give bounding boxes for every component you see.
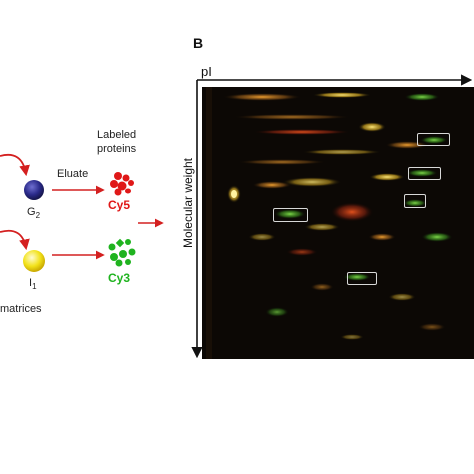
2d-gel-image [202,87,474,359]
highlight-box [417,133,450,146]
pi-axis-label: pI [201,64,212,79]
gel-spots [202,87,474,359]
matrices-label: matrices [0,303,42,315]
panel-letter: B [193,35,204,51]
molecular-weight-axis-label: Molecular weight [181,157,195,249]
cy5-protein-cluster-icon [110,172,134,196]
labeled-proteins-label: Labeled proteins [97,129,137,155]
curved-arrow-bottom [0,229,30,251]
i1-label: I1 [29,277,37,292]
cy5-label: Cy5 [108,198,131,212]
highlight-box [347,272,377,285]
g2-sphere [24,180,44,200]
g2-label: G2 [27,206,41,221]
eluate-label: Eluate [57,168,89,180]
cy3-label: Cy3 [108,271,131,285]
curved-arrow-top [0,153,30,177]
highlight-box [408,167,441,180]
cy3-protein-cluster-icon [108,238,136,267]
highlight-box [273,208,308,222]
i1-sphere [23,250,45,272]
highlight-box [404,194,426,208]
